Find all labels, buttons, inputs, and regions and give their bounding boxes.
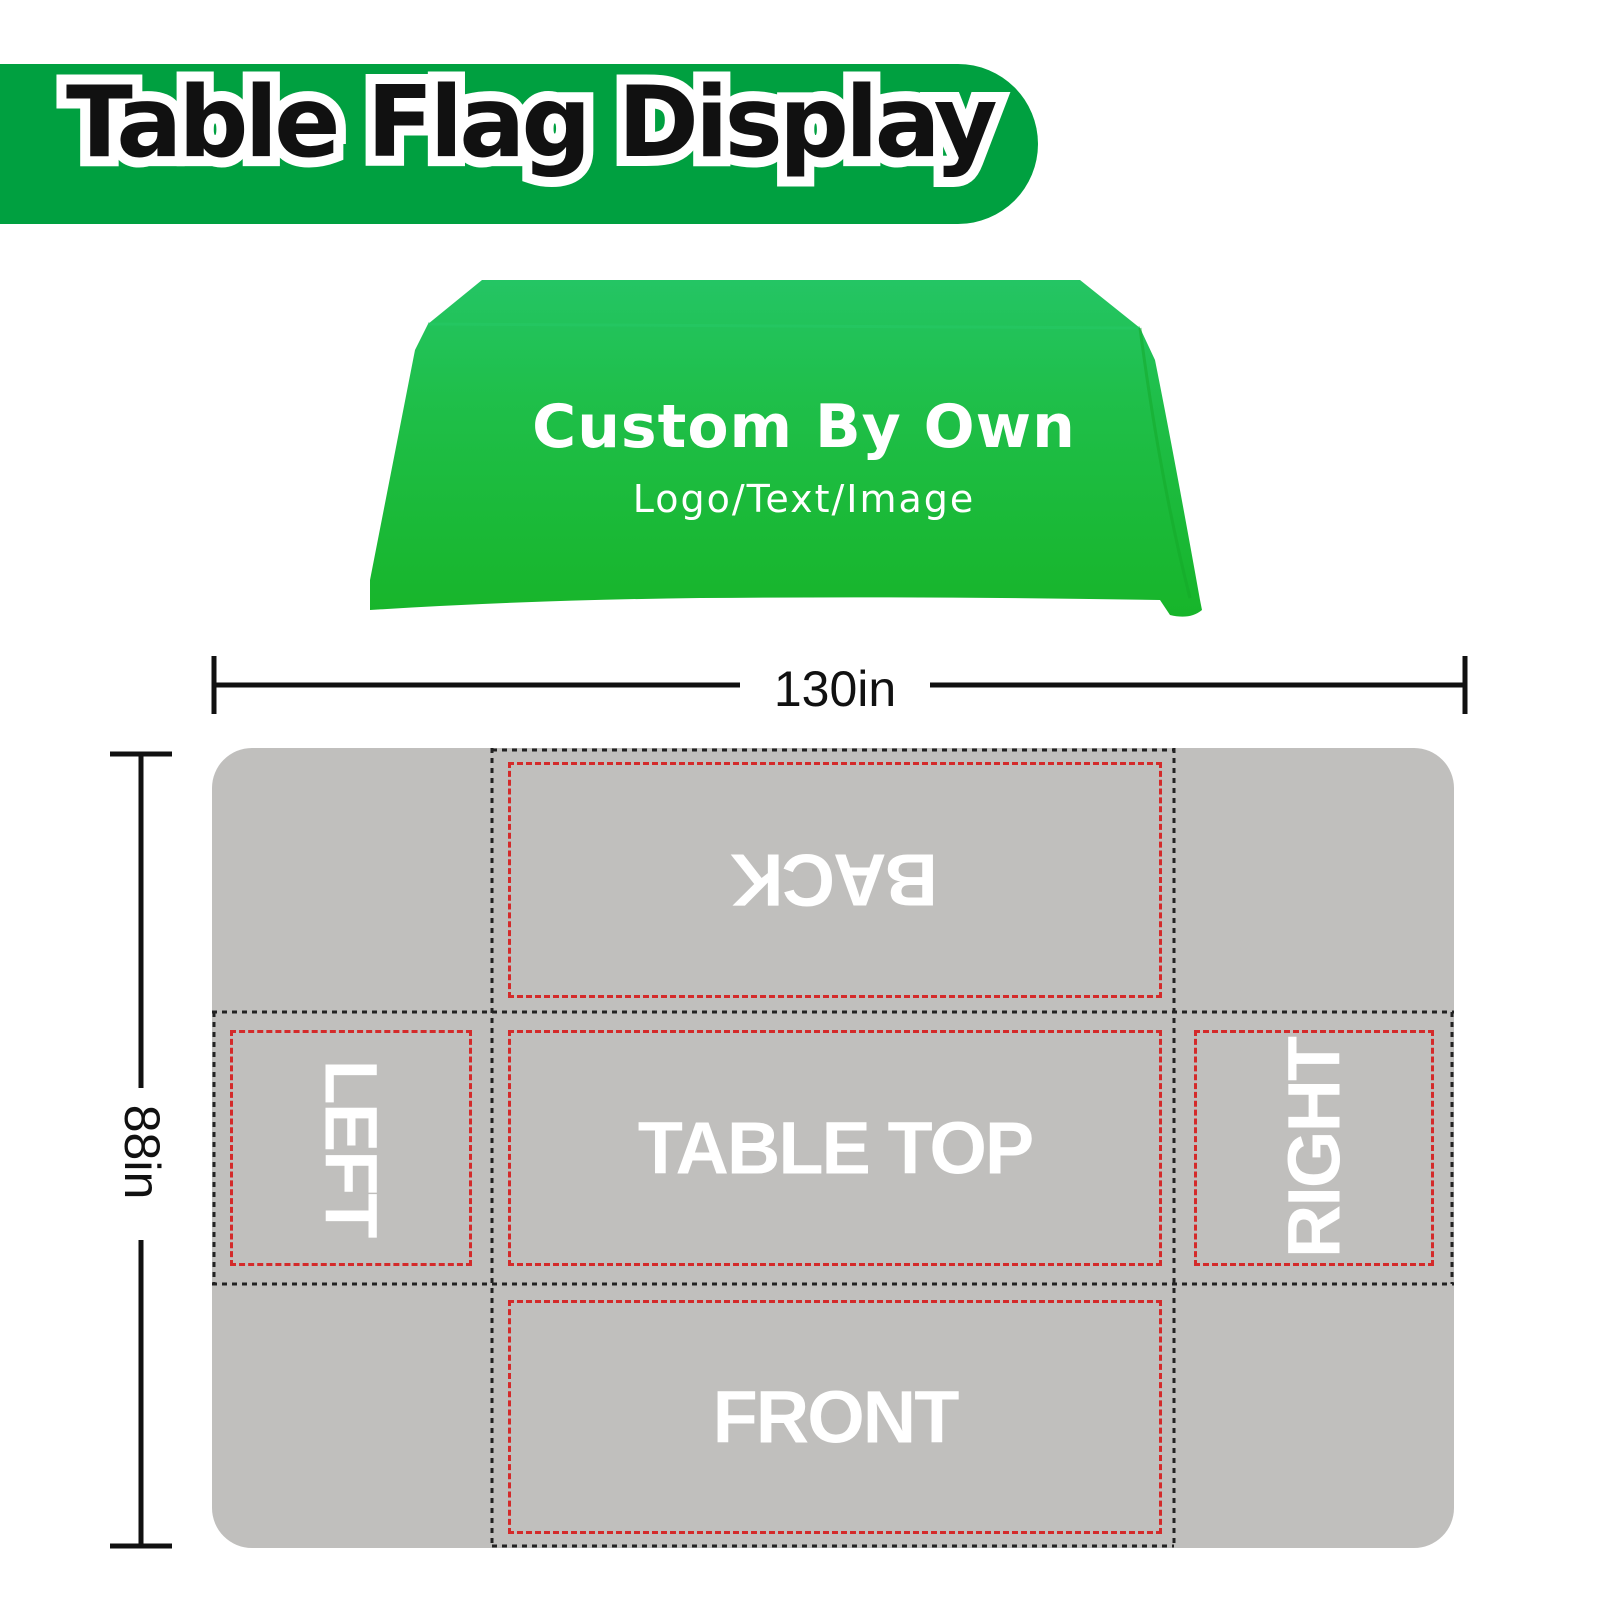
height-label: 88in [114,1104,170,1200]
header-banner [0,64,1038,224]
tablecloth-illustration [370,280,1202,617]
back-label: BACK [732,838,938,922]
page-title: Table Flag Display [56,56,1008,190]
left-print-area: LEFT [230,1030,472,1266]
left-label: LEFT [309,1059,393,1237]
right-print-area: RIGHT [1194,1030,1434,1266]
height-dimension-line [110,751,172,1549]
tablecloth-layout: BACK LEFT TABLE TOP RIGHT FRONT [212,748,1454,1548]
right-label: RIGHT [1272,1037,1356,1259]
table-top-print-area: TABLE TOP [508,1030,1162,1266]
front-print-area: FRONT [508,1300,1162,1534]
width-label: 130in [773,661,897,717]
tablecloth-title: Custom By Own [532,392,1076,462]
tablecloth-subtitle: Logo/Text/Image [632,477,976,521]
width-dimension-line [211,656,1468,714]
tablecloth-shape [370,280,1202,617]
tablecloth-fold [1138,327,1192,599]
front-label: FRONT [712,1375,960,1459]
table-top-label: TABLE TOP [637,1106,1034,1190]
back-print-area: BACK [508,762,1162,998]
fold-lines [212,748,1454,1548]
tablecloth-top-edge [427,322,1141,330]
